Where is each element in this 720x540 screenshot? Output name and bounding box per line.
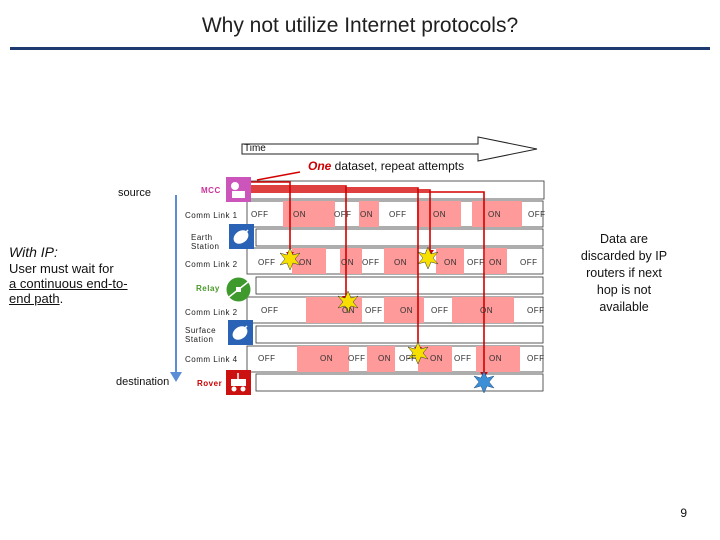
destination-label: destination: [116, 376, 170, 388]
state-r1-8: OFF: [528, 210, 546, 219]
discard-star-1: [279, 247, 301, 271]
state-r1-1: OFF: [251, 210, 269, 219]
mcc-label: MCC: [201, 186, 221, 195]
delivery-star: [473, 370, 495, 394]
attempt-path-5: [250, 191, 485, 375]
relay-satellite-icon: [226, 277, 251, 302]
right-note-line-1: Data are: [600, 232, 648, 246]
page-number: 9: [680, 506, 687, 520]
state-r3-6: ON: [480, 306, 493, 315]
state-r1-5: OFF: [389, 210, 407, 219]
surface-band: [255, 325, 544, 344]
discard-star-3: [417, 246, 439, 270]
relay-band: [255, 276, 544, 295]
state-r3-5: OFF: [431, 306, 449, 315]
left-note-line-3: end path: [9, 291, 60, 306]
attempt-path-3: [250, 187, 419, 350]
surface-station-label: Surface Station: [185, 326, 216, 344]
rover-band: [255, 373, 544, 392]
rover-label: Rover: [197, 379, 223, 388]
source-label: source: [118, 187, 152, 199]
discard-star-4: [407, 341, 429, 365]
state-r3-2: ON: [342, 306, 355, 315]
left-note-heading: With IP:: [9, 244, 58, 260]
state-r1-4: ON: [360, 210, 373, 219]
state-r3-1: OFF: [261, 306, 279, 315]
earth-station-line-1: Earth: [191, 233, 213, 242]
surface-dish-icon: [228, 320, 253, 345]
left-note-line-1: User must wait for: [9, 261, 114, 276]
discard-star-2: [337, 290, 359, 314]
state-r2-8: ON: [489, 258, 502, 267]
state-r2-5: ON: [394, 258, 407, 267]
right-note-line-5: available: [599, 300, 649, 314]
surface-station-line-1: Surface: [185, 326, 217, 335]
left-note: With IP: User must wait for a continuous…: [9, 244, 128, 307]
state-r2-2: ON: [299, 258, 312, 267]
state-r1-2: ON: [293, 210, 306, 219]
row-band-4: [246, 345, 544, 373]
caption: One dataset, repeat attempts: [308, 159, 464, 173]
title-underline: [10, 47, 710, 50]
state-r4-6: ON: [430, 354, 443, 363]
satellite-dish-icon: [229, 224, 254, 249]
row-band-3: [246, 296, 544, 324]
state-r4-9: OFF: [527, 354, 545, 363]
surface-station-line-2: Station: [185, 335, 214, 344]
state-r4-7: OFF: [454, 354, 472, 363]
attempt-path-2: [250, 185, 347, 299]
state-r2-1: OFF: [258, 258, 276, 267]
comm-link-1-label: Comm Link 1: [185, 211, 238, 220]
right-note-line-3: routers if next: [586, 266, 662, 280]
comm-link-4-label: Comm Link 4: [185, 355, 238, 364]
state-r2-6: ON: [444, 258, 457, 267]
state-r2-9: OFF: [520, 258, 538, 267]
comm-link-3-label: Comm Link 2: [185, 308, 238, 317]
state-r3-3: OFF: [365, 306, 383, 315]
state-r4-4: ON: [378, 354, 391, 363]
right-note: Data are discarded by IP routers if next…: [578, 231, 670, 316]
state-r2-3: ON: [341, 258, 354, 267]
time-label: Time: [244, 143, 266, 154]
relay-label: Relay: [196, 284, 220, 293]
state-r4-1: OFF: [258, 354, 276, 363]
right-note-line-2: discarded by IP: [580, 249, 668, 263]
state-r3-4: ON: [400, 306, 413, 315]
slide-title: Why not utilize Internet protocols?: [201, 14, 519, 37]
right-note-line-4: hop is not: [596, 283, 652, 297]
earth-station-band: [255, 228, 544, 247]
state-r4-8: ON: [489, 354, 502, 363]
state-r1-7: ON: [488, 210, 501, 219]
time-arrow: [241, 136, 538, 162]
comm-link-2-label: Comm Link 2: [185, 260, 238, 269]
earth-station-line-2: Station: [191, 242, 220, 251]
caption-emphasis: One: [308, 159, 332, 173]
earth-station-label: Earth Station: [191, 233, 219, 251]
state-r1-3: OFF: [334, 210, 352, 219]
attempt-path-4: [250, 189, 431, 253]
discard-stars: [279, 246, 495, 394]
attempt-paths: [249, 181, 485, 375]
caption-rest: dataset, repeat attempts: [331, 159, 465, 173]
left-note-line-2: a continuous end-to-: [9, 276, 128, 291]
rover-icon: [226, 370, 251, 395]
state-r4-2: ON: [320, 354, 333, 363]
state-r4-3: OFF: [348, 354, 366, 363]
state-r2-4: OFF: [362, 258, 380, 267]
state-r3-7: OFF: [527, 306, 545, 315]
mcc-icon: [226, 177, 251, 202]
state-r2-7: OFF: [467, 258, 485, 267]
left-note-period: .: [59, 291, 64, 306]
state-r4-5: OFF: [399, 354, 417, 363]
state-r1-6: ON: [433, 210, 446, 219]
